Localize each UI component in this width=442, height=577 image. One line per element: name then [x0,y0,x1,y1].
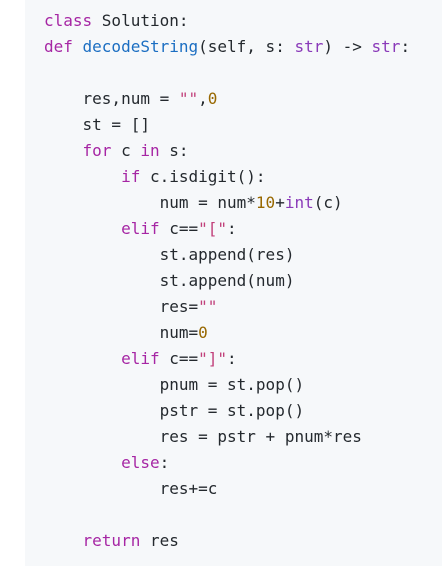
code-token: st.append(res) [44,245,295,264]
code-token [44,349,121,368]
code-line: st.append(res) [44,242,442,268]
code-token: pnum = st.pop() [44,375,305,394]
code-token: s: [159,141,189,160]
code-line: res,num = "",0 [44,86,442,112]
code-line: class Solution: [44,8,442,34]
code-token: if [121,167,141,186]
code-token: "" [178,89,199,108]
code-token: pstr = st.pop() [44,401,305,420]
code-token: , [198,89,208,108]
code-token: (c) [313,193,343,212]
code-line: return res [44,528,442,554]
code-token: c [111,141,141,160]
code-token: (self, s: [198,37,295,56]
code-line: pstr = st.pop() [44,398,442,424]
code-token: return [82,531,141,550]
code-token: "" [198,297,218,316]
code-token: res= [44,297,199,316]
code-token: str [294,37,324,56]
code-token: elif [121,219,160,238]
code-token: c== [159,349,199,368]
code-line: for c in s: [44,138,442,164]
code-token: str [371,37,401,56]
code-token: res [140,531,179,550]
code-token: def [44,37,83,56]
code-line: if c.isdigit(): [44,164,442,190]
code-token: else [121,453,160,472]
code-token [44,141,83,160]
code-token: num= [44,323,199,342]
code-token: 0 [198,323,208,342]
code-token: : [227,219,237,238]
code-line: num=0 [44,320,442,346]
code-token [44,531,83,550]
code-token: st.append(num) [44,271,295,290]
code-line: elif c=="]": [44,346,442,372]
code-token: int [284,193,314,212]
code-token: + [275,193,285,212]
code-line: st.append(num) [44,268,442,294]
code-line: def decodeString(self, s: str) -> str: [44,34,442,60]
code-token: class [44,11,102,30]
code-token: "[" [198,219,228,238]
code-token: res+=c [44,479,218,498]
code-token: st = [] [44,115,150,134]
code-token: : [400,37,411,56]
code-line: res+=c [44,476,442,502]
code-token [44,167,121,186]
code-token: "]" [198,349,228,368]
code-line: res="" [44,294,442,320]
code-token [44,219,121,238]
code-line: elif c=="[": [44,216,442,242]
code-token: elif [121,349,160,368]
code-line [44,60,442,86]
code-token: c.isdigit(): [140,167,266,186]
code-line [44,502,442,528]
code-token: : [159,453,170,472]
code-token: c== [159,219,199,238]
code-line: st = [] [44,112,442,138]
code-token: res,num = [44,89,179,108]
code-line: pnum = st.pop() [44,372,442,398]
code-line: res = pstr + pnum*res [44,424,442,450]
code-token: 10 [255,193,276,212]
code-block: class Solution:def decodeString(self, s:… [25,0,442,566]
code-token: Solution: [101,11,189,30]
code-line: else: [44,450,442,476]
code-token: in [140,141,160,160]
code-token: for [82,141,112,160]
code-line: num = num*10+int(c) [44,190,442,216]
code-token: num = num* [44,193,256,212]
code-token: : [227,349,237,368]
code-token [44,453,121,472]
code-token: decodeString [82,37,199,56]
code-token: ) -> [323,37,372,56]
code-token: 0 [207,89,218,108]
code-token: res = pstr + pnum*res [44,427,362,446]
